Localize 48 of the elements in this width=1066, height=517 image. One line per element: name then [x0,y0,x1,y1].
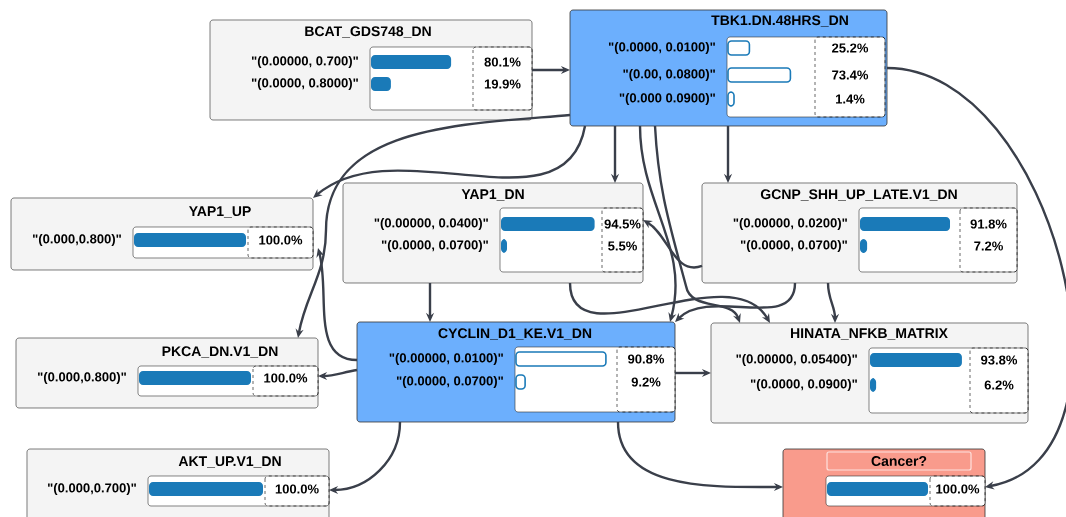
state-label: "(0.00000, 0.05400)" [736,353,857,367]
state-label: "(0.0000, 0.8000)" [251,77,358,91]
state-label: "(0.000,0.800)" [33,233,121,247]
state-label: "(0.000 0.0900)" [619,92,715,106]
percent-label: 93.8% [981,355,1018,365]
state-label: "(0.0000, 0.0100)" [608,41,715,55]
state-label: "(0.00000, 0.700)" [251,55,358,69]
node-title: YAP1_DN [461,189,524,201]
state-label: "(0.000,0.800)" [38,371,126,385]
node-title: AKT_UP.V1_DN [178,456,281,468]
percent-label: 91.8% [970,219,1007,229]
node-title: BCAT_GDS748_DN [305,26,431,38]
node-title: Cancer? [871,456,927,466]
node-title: TBK1.DN.48HRS_DN [711,15,848,27]
percent-label: 90.8% [628,354,665,364]
node-title: GCNP_SHH_UP_LATE.V1_DN [760,189,957,201]
state-label: "(0.0000, 0.0900)" [750,378,857,392]
state-label: "(0.00, 0.0800)" [623,68,715,82]
percent-label: 100.0% [275,484,319,494]
percent-label: 100.0% [259,235,303,245]
percent-label: 1.4% [836,94,865,104]
percent-label: 100.0% [936,484,980,494]
percent-label: 94.5% [604,219,641,229]
percent-label: 5.5% [608,241,637,251]
state-label: "(0.0000, 0.0700)" [381,239,488,253]
percent-label: 100.0% [264,373,308,383]
arrow [313,125,587,198]
state-label: "(0.00000, 0.0200)" [733,217,847,231]
arrow [643,220,703,269]
percent-label: 6.2% [984,380,1014,390]
arrow [886,66,1066,490]
state-label: "(0.00000, 0.0100)" [389,352,503,366]
state-label: "(0.000,0.700)" [48,482,136,496]
node-title: YAP1_UP [189,206,251,218]
node-title: PKCA_DN.V1_DN [162,346,278,358]
state-label: "(0.00000, 0.0400)" [374,217,488,231]
percent-label: 7.2% [974,241,1003,251]
state-label: "(0.0000, 0.0700)" [396,375,503,389]
node-title: CYCLIN_D1_KE.V1_DN [438,328,592,340]
node-title: HINATA_NFKB_MATRIX [791,328,948,340]
percent-label: 9.2% [631,377,661,387]
percent-label: 80.1% [484,57,521,67]
state-label: "(0.0000, 0.0700)" [740,239,847,253]
arrow [675,282,797,322]
percent-label: 25.2% [832,43,869,53]
percent-label: 73.4% [832,70,869,80]
percent-label: 19.9% [484,79,521,89]
arrow [568,282,770,323]
